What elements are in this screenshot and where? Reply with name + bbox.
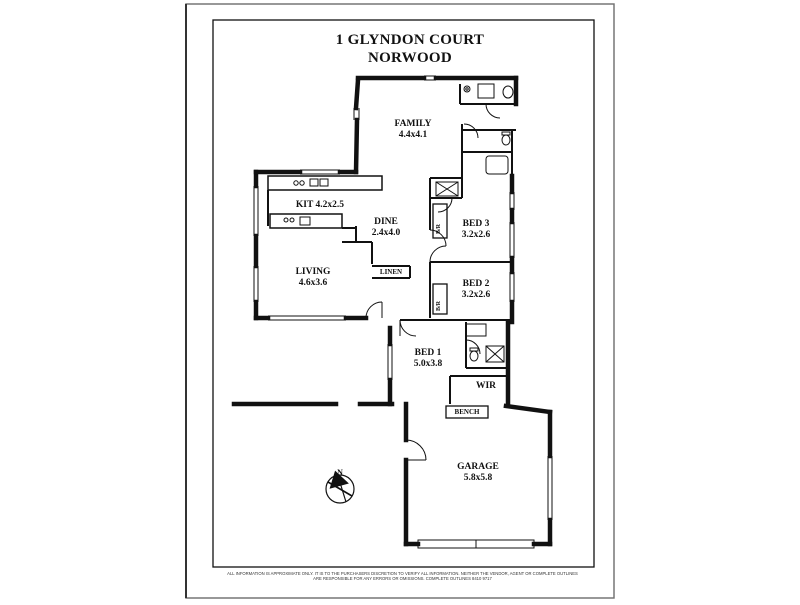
room-label-bed2: BED 2 3.2x2.6 xyxy=(461,279,491,300)
exterior-walls xyxy=(231,75,553,547)
disclaimer-text: ALL INFORMATION IS APPROXIMATE ONLY. IT … xyxy=(227,571,578,581)
plan-title-address: 1 GLYNDON COURT xyxy=(335,32,485,48)
north-label: N xyxy=(337,468,343,477)
room-label-living: LIVING 4.6x3.6 xyxy=(295,267,331,288)
bench-label: BENCH xyxy=(454,408,480,416)
page-border xyxy=(185,3,615,599)
plan-frame xyxy=(212,19,595,568)
room-label-bed1: BED 1 5.0x3.8 xyxy=(413,348,443,369)
robe-label-bed2: B/R xyxy=(436,300,442,311)
linen-label: LINEN xyxy=(379,268,403,276)
room-label-dine: DINE 2.4x4.0 xyxy=(371,217,401,238)
interior-walls xyxy=(267,84,516,419)
north-arrow-icon xyxy=(325,470,355,504)
door-swings xyxy=(365,103,501,461)
wir-label: WIR xyxy=(475,381,497,391)
fixtures xyxy=(283,83,514,363)
windows xyxy=(253,75,553,549)
room-label-bed3: BED 3 3.2x2.6 xyxy=(461,219,491,240)
room-label-kitchen: KIT 4.2x2.5 xyxy=(295,200,345,210)
room-label-family: FAMILY 4.4x4.1 xyxy=(394,119,432,140)
room-label-garage: GARAGE 5.8x5.8 xyxy=(457,462,499,483)
plan-title-suburb: NORWOOD xyxy=(367,50,453,66)
robe-label-bed3: B/R xyxy=(436,223,442,234)
